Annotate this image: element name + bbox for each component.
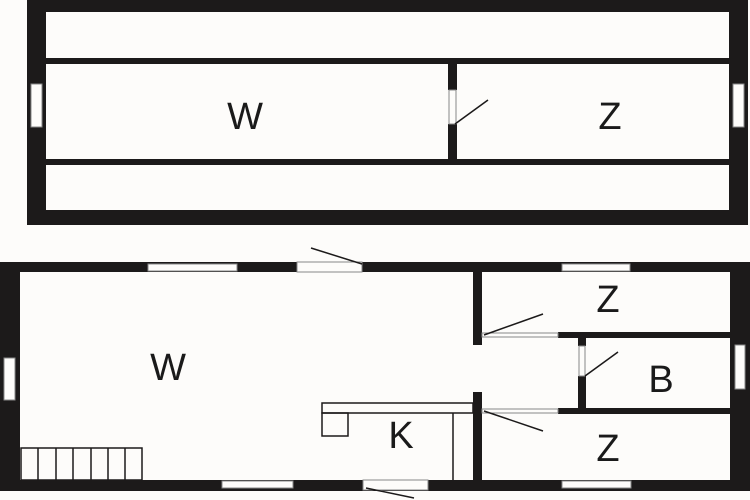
window xyxy=(561,263,631,272)
upper-wall-horizontal-bottom xyxy=(46,159,729,165)
upper-floor-plan: W Z xyxy=(27,0,748,225)
kitchen-appliance xyxy=(321,412,349,437)
door-swing-line xyxy=(454,99,489,125)
window xyxy=(561,480,632,489)
window xyxy=(732,83,745,128)
upper-door-opening xyxy=(448,89,457,125)
room-label: W xyxy=(150,347,186,389)
door-opening xyxy=(481,408,559,414)
interior-wall xyxy=(558,408,730,414)
interior-wall xyxy=(473,272,482,345)
staircase xyxy=(20,447,143,481)
window xyxy=(30,83,43,128)
ground-interior xyxy=(20,272,730,480)
room-label: B xyxy=(648,359,673,401)
window xyxy=(221,480,294,489)
upper-wall-vertical xyxy=(448,64,457,90)
door-swing-line xyxy=(584,351,619,377)
interior-wall xyxy=(473,392,482,480)
window xyxy=(147,263,238,272)
ground-floor-plan: W Z B K Z xyxy=(0,247,750,499)
room-label: Z xyxy=(598,96,621,138)
entrance-door xyxy=(296,261,363,273)
door-swing-line xyxy=(365,487,415,499)
interior-wall xyxy=(578,376,586,410)
back-door xyxy=(362,479,429,491)
window xyxy=(734,344,746,390)
upper-wall-vertical xyxy=(448,124,457,160)
interior-wall xyxy=(558,332,730,338)
window xyxy=(3,357,16,401)
kitchen-counter xyxy=(321,402,474,414)
room-label: Z xyxy=(596,279,619,321)
interior-wall xyxy=(578,338,586,346)
upper-interior xyxy=(46,12,729,210)
door-swing-line xyxy=(483,313,544,336)
room-label: K xyxy=(388,415,413,457)
upper-wall-horizontal-top xyxy=(46,58,729,64)
room-label: W xyxy=(227,96,263,138)
room-label: Z xyxy=(596,428,619,470)
door-swing-line xyxy=(483,410,544,432)
door-opening xyxy=(578,345,586,377)
door-opening xyxy=(481,332,559,338)
door-swing-line xyxy=(310,247,363,265)
